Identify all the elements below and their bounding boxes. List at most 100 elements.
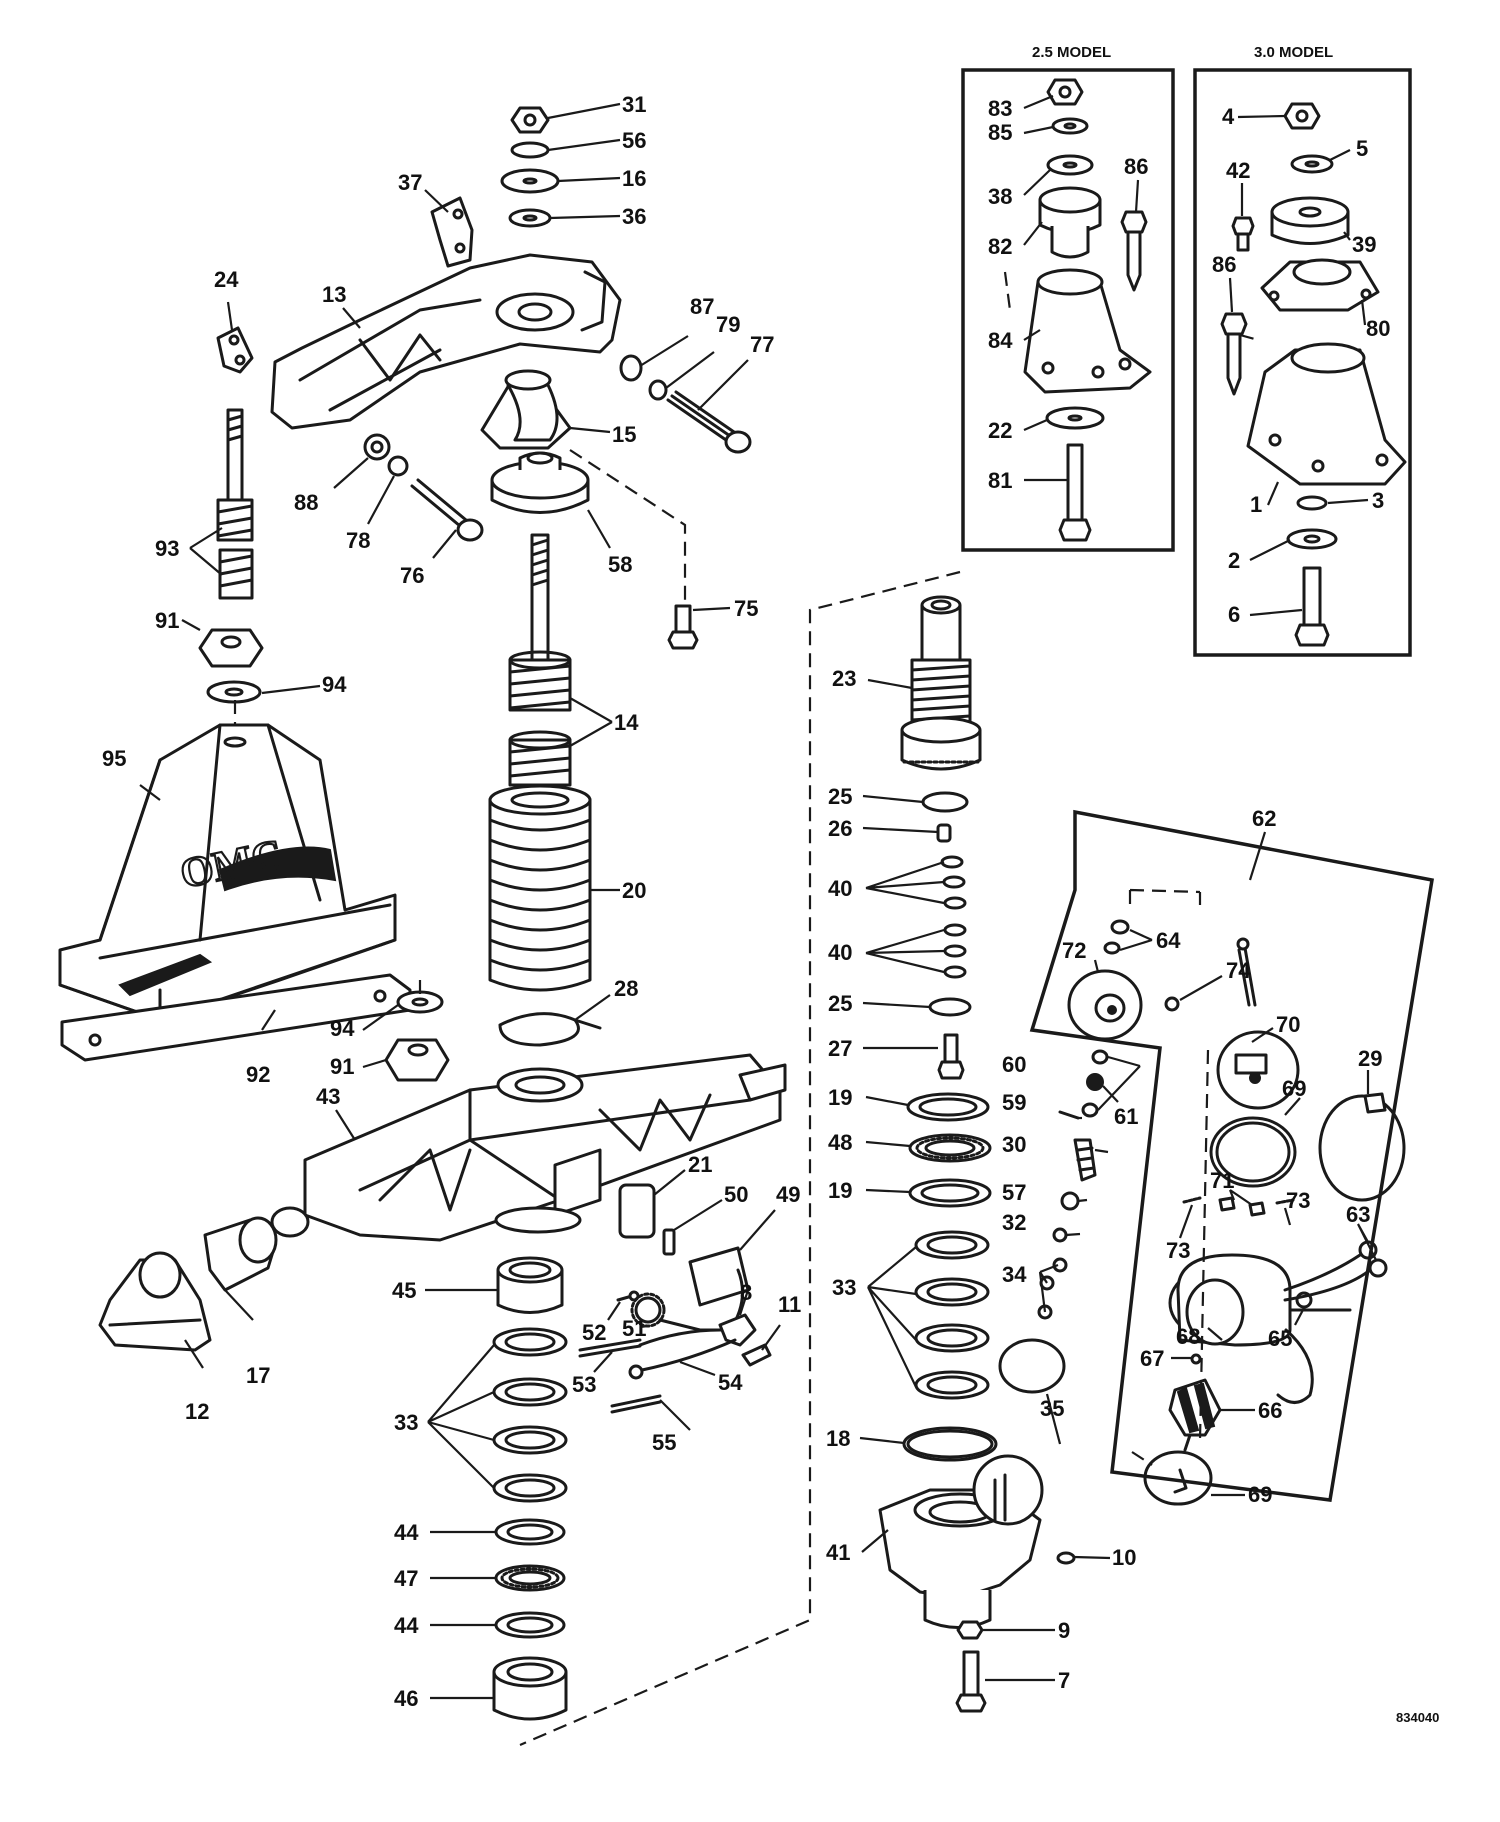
part-screw-11 [741, 1343, 772, 1367]
bearing-rollers [500, 1567, 560, 1589]
callout-55: 55 [652, 1430, 676, 1455]
callout-33: 33 [394, 1410, 418, 1435]
part-washer-3 [1296, 495, 1328, 511]
callout-88: 88 [294, 490, 318, 515]
part-washer-94b [396, 990, 444, 1014]
callout-73: 73 [1286, 1188, 1310, 1213]
bearing-top [492, 1656, 568, 1688]
callout-54: 54 [718, 1370, 743, 1395]
callout-28: 28 [614, 976, 638, 1001]
housing-top-bore-inner [514, 1075, 566, 1095]
housing-truss [378, 1093, 712, 1212]
shim-hole [504, 1430, 556, 1450]
part-spring-73b [1275, 1198, 1295, 1205]
callout-20: 20 [622, 878, 646, 903]
callout-25: 25 [828, 991, 852, 1016]
bracket-top-hole [223, 736, 247, 748]
bolt-head [1294, 623, 1330, 647]
part-lag-screw-86b [1220, 312, 1248, 336]
callout-63: 63 [1346, 1202, 1370, 1227]
part-spring-14a [508, 658, 572, 712]
brush-coils [1076, 1146, 1096, 1172]
part-seal-35 [998, 1338, 1066, 1394]
part-bolt-77-shank [670, 394, 732, 438]
shim-hole [504, 1382, 556, 1402]
part-spring-washer-40a [940, 855, 964, 869]
inset-3-0-title: 3.0 MODEL [1254, 44, 1333, 61]
bracket-hole [1091, 365, 1105, 379]
mount-dome [1292, 258, 1352, 286]
insert-thread [218, 554, 254, 588]
part-washer-32 [1052, 1227, 1068, 1243]
callout-29: 29 [1358, 1046, 1382, 1071]
part-spring-washer-40d [943, 923, 967, 937]
bearing-bore [924, 1139, 976, 1157]
dash-liner-to-screw [569, 449, 687, 600]
callout-56: 56 [622, 128, 646, 153]
gasket-inner [1215, 1121, 1291, 1183]
housing-41-neck [923, 1590, 992, 1629]
motor-kit-group [1029, 809, 1435, 1506]
cushion-top [1270, 196, 1350, 228]
part-bracket-84 [1023, 280, 1152, 394]
swivel-housing-group [98, 1053, 787, 1414]
callout-44: 44 [394, 1520, 419, 1545]
callout-53: 53 [572, 1372, 596, 1397]
bellows-top-bore [510, 791, 570, 809]
part-stud-93 [226, 408, 244, 502]
callout-15: 15 [612, 422, 636, 447]
part-screw-74-nut [1164, 996, 1180, 1012]
part-washer-25a [921, 791, 969, 813]
bolt-head [955, 1693, 987, 1713]
part-plate-37 [430, 196, 474, 268]
part-spring-71a [1218, 1196, 1236, 1212]
drive-stack-group [878, 595, 1076, 1713]
clamp-screw-29 [1363, 1092, 1387, 1114]
part-plug-10 [1056, 1551, 1076, 1565]
callout-48: 48 [828, 1130, 852, 1155]
plate-hole [452, 208, 464, 220]
part-rod-53 [578, 1338, 642, 1358]
housing-41-ribs [993, 1473, 1007, 1522]
part-end-cap-72 [1067, 969, 1143, 1041]
callout-87: 87 [690, 294, 714, 319]
motor-frame-lead [1276, 1328, 1314, 1404]
part-swivel-bracket-13 [270, 253, 622, 430]
callout-25: 25 [828, 784, 852, 809]
callout-8: 8 [740, 1280, 752, 1305]
part-washer-5 [1290, 154, 1334, 174]
shim-hole [504, 1332, 556, 1352]
shim-hole [926, 1375, 978, 1395]
housing-41-motor-mount [972, 1454, 1044, 1526]
part-bolt-77-head [724, 430, 752, 454]
callout-81: 81 [988, 468, 1012, 493]
callout-40: 40 [828, 940, 852, 965]
callout-10: 10 [1112, 1545, 1136, 1570]
inset-3-0-model: 3.0 MODEL [1193, 44, 1412, 657]
dash-inset-left [1003, 271, 1012, 311]
callout-18: 18 [826, 1426, 850, 1451]
lower-left-stack [492, 1327, 568, 1721]
bracket-base-edge [108, 1318, 202, 1327]
plate-hole [234, 354, 246, 366]
bolt-thread [666, 390, 736, 442]
callout-19: 19 [828, 1085, 852, 1110]
part-washer-25b [928, 997, 972, 1017]
washer-hole [522, 214, 538, 222]
inset-2-5-frame [961, 68, 1175, 552]
callout-34: 34 [1002, 1262, 1027, 1287]
callout-3: 3 [1372, 488, 1384, 513]
part-washer-38 [1046, 154, 1094, 176]
nut-bore [523, 113, 537, 127]
washer-hole [1067, 414, 1083, 422]
part-spring-71b [1248, 1201, 1266, 1217]
part-clamp-28 [498, 1012, 580, 1047]
stud-thread [530, 538, 550, 587]
shim-hole [926, 1328, 978, 1348]
part-washer-2 [1286, 528, 1338, 550]
part-pin-59 [1058, 1110, 1080, 1120]
callout-52: 52 [582, 1320, 606, 1345]
callout-91: 91 [155, 608, 179, 633]
callout-86: 86 [1124, 154, 1148, 179]
